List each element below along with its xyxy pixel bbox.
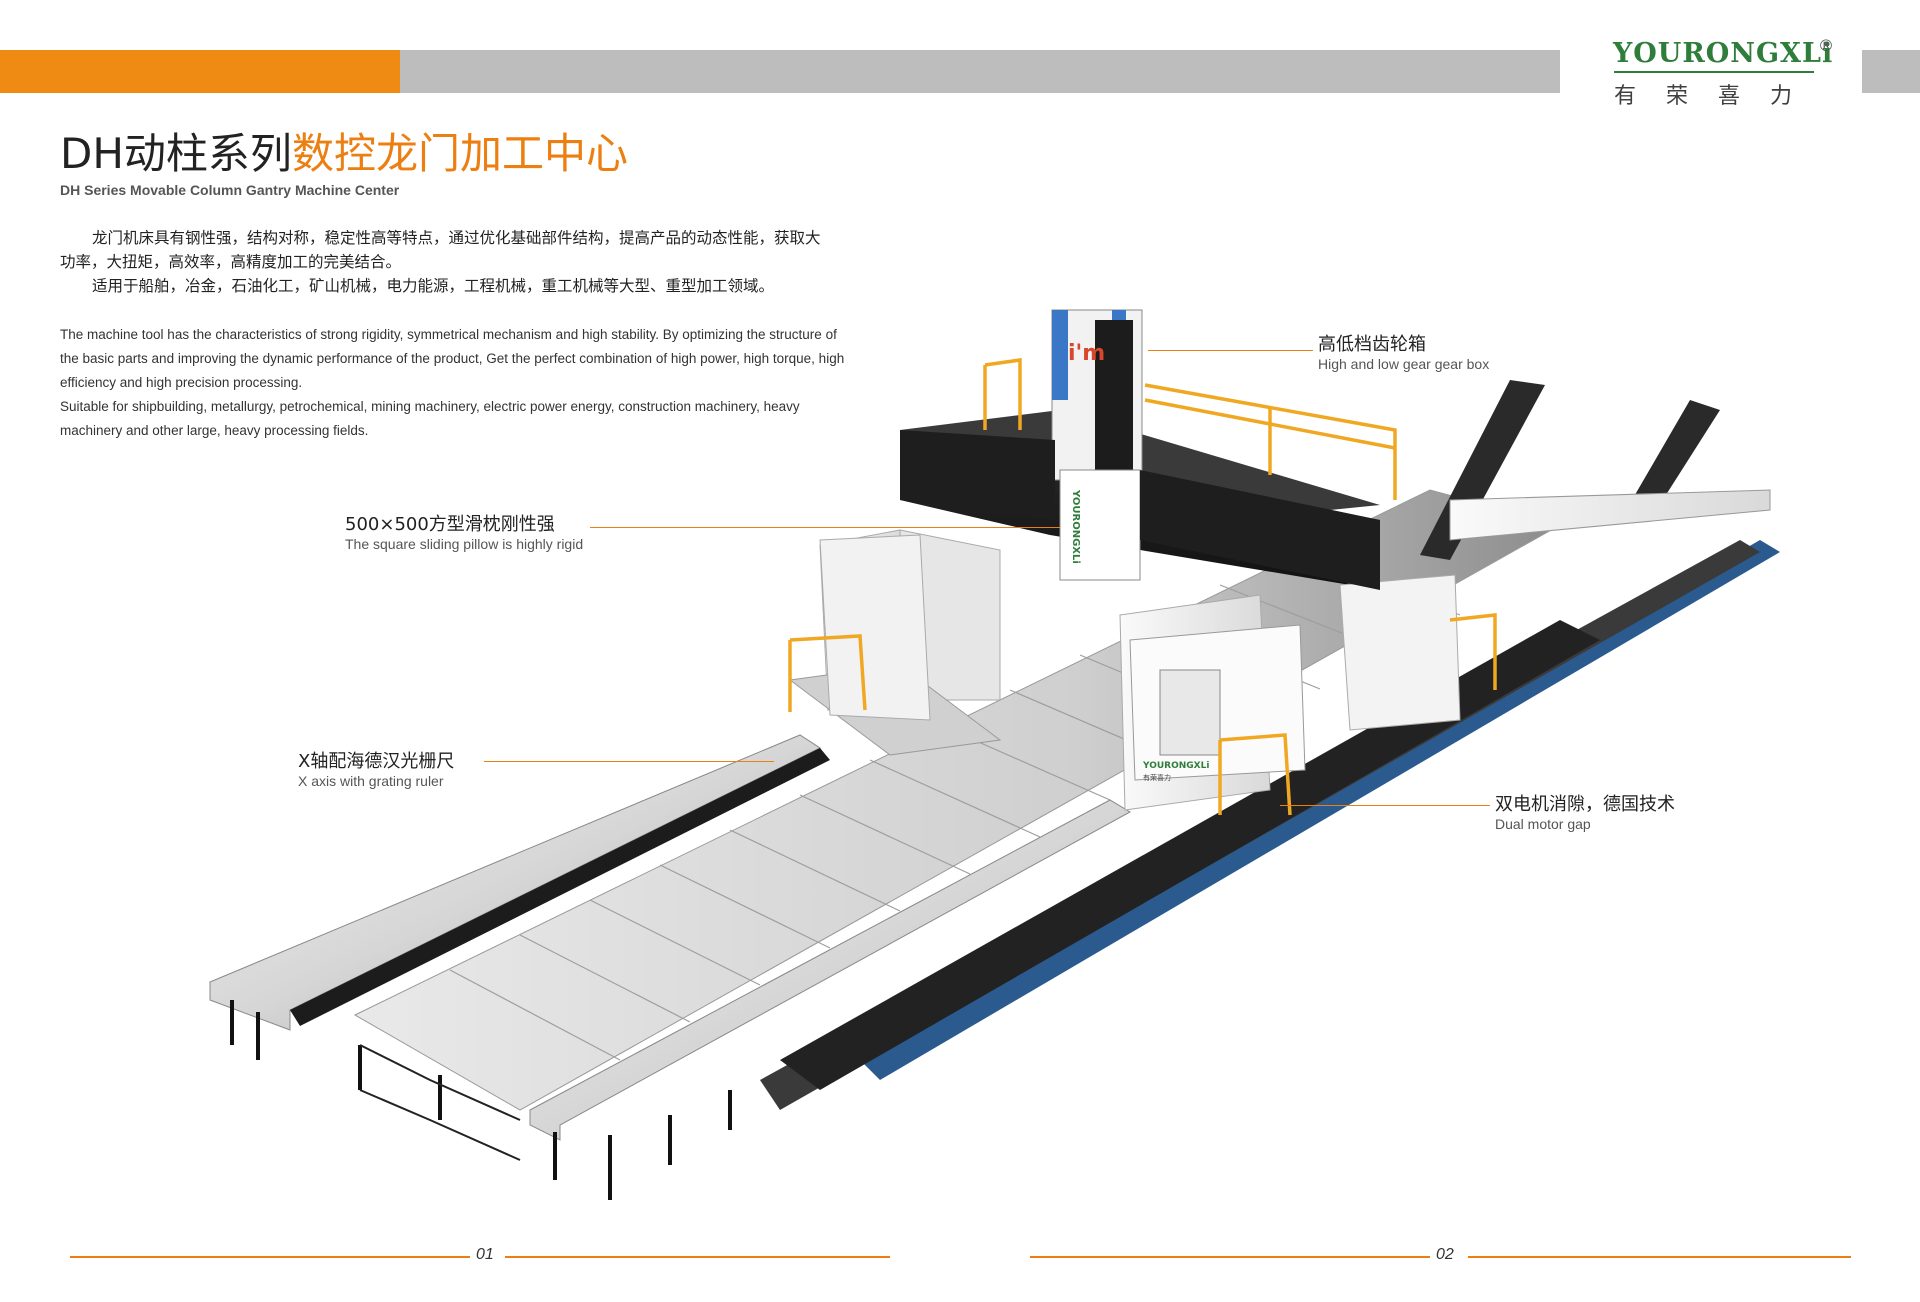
rear-cover-right <box>1449 489 1771 541</box>
safety-railings <box>788 357 1497 816</box>
intro-cn-line: 龙门机床具有钢性强，结构对称，稳定性高等特点，通过优化基础部件结构，提高产品的动… <box>92 229 821 247</box>
header-gray-bar <box>400 50 1560 93</box>
rail-blue <box>860 540 1780 1080</box>
logo-underline <box>1614 71 1814 73</box>
intro-en-line: machinery and other large, heavy process… <box>60 423 369 438</box>
intro-en-paragraph: The machine tool has the characteristics… <box>60 323 895 443</box>
footer-line-right-a <box>1030 1256 1430 1258</box>
leader-line-grating <box>484 761 774 762</box>
intro-cn-line: 适用于船舶，冶金，石油化工，矿山机械，电力能源，工程机械，重工机械等大型、重型加… <box>92 277 775 295</box>
headstock-right <box>1140 470 1380 590</box>
header-gray-bar-right <box>1862 50 1920 93</box>
saddle <box>1059 469 1141 581</box>
intro-en-line: the basic parts and improving the dynami… <box>60 351 845 366</box>
header-orange-bar <box>0 50 400 93</box>
logo-wordmark: YOURONGXLi <box>1613 38 1834 69</box>
cabin-logo-text: YOURONGXLi <box>1142 761 1209 771</box>
footer-line-right-b <box>1468 1256 1851 1258</box>
callout-grating: X轴配海德汉光栅尺 X axis with grating ruler <box>298 747 454 789</box>
footer-line-left-b <box>505 1256 890 1258</box>
front-guard <box>529 799 1132 1141</box>
intro-en-line: Suitable for shipbuilding, metallurgy, p… <box>60 399 800 414</box>
intro-cn-line: 功率，大扭矩，高效率，高精度加工的完美结合。 <box>60 253 402 271</box>
left-housing <box>819 534 931 721</box>
intro-cn-paragraph: 龙门机床具有钢性强，结构对称，稳定性高等特点，通过优化基础部件结构，提高产品的动… <box>60 226 890 298</box>
page-title: DH动柱系列数控龙门加工中心 <box>60 120 628 181</box>
left-guard-dark <box>290 748 830 1026</box>
headstock-left <box>900 430 1055 520</box>
title-black-part: DH动柱系列 <box>60 129 292 178</box>
ram-dark <box>1095 320 1133 490</box>
callout-motor-cn: 双电机消隙，德国技术 <box>1495 794 1675 815</box>
column-logo-text: YOURONGXLi <box>1070 489 1081 564</box>
ram-blue-strip <box>1052 310 1068 400</box>
title-orange-part: 数控龙门加工中心 <box>291 129 628 178</box>
callout-pillow-cn: 500×500方型滑枕刚性强 <box>345 514 555 535</box>
callout-gearbox-en: High and low gear gear box <box>1318 356 1490 372</box>
registered-mark: ® <box>1818 36 1834 55</box>
control-cabinet <box>1339 574 1461 731</box>
head-logo: i'm <box>1068 341 1105 366</box>
callout-gearbox: 高低档齿轮箱 High and low gear gear box <box>1318 330 1489 372</box>
page-subtitle: DH Series Movable Column Gantry Machine … <box>60 182 400 198</box>
page-number-right: 02 <box>1436 1246 1454 1263</box>
callout-motor: 双电机消隙，德国技术 Dual motor gap <box>1495 790 1675 832</box>
brand-logo: YOURONGXLi ® 有荣喜力 <box>1610 36 1840 109</box>
leader-line-pillow <box>590 527 1060 528</box>
leader-line-motor <box>1280 805 1490 806</box>
chip-conveyor-far <box>1625 400 1720 520</box>
intro-en-line: The machine tool has the characteristics… <box>60 327 837 342</box>
callout-grating-cn: X轴配海德汉光栅尺 <box>298 751 455 772</box>
callout-pillow: 500×500方型滑枕刚性强 The square sliding pillow… <box>345 510 583 552</box>
callout-grating-en: X axis with grating ruler <box>298 773 444 789</box>
intro-en-line: efficiency and high precision processing… <box>60 375 303 390</box>
logo-chinese: 有荣喜力 <box>1614 84 1823 109</box>
drive-track <box>780 620 1600 1090</box>
footer-line-left-a <box>70 1256 470 1258</box>
callout-gearbox-cn: 高低档齿轮箱 <box>1318 334 1426 355</box>
page-number-left: 01 <box>476 1246 494 1263</box>
callout-motor-en: Dual motor gap <box>1495 816 1591 832</box>
bed-legs <box>230 1000 732 1200</box>
callout-pillow-en: The square sliding pillow is highly rigi… <box>345 536 584 552</box>
leader-line-gearbox <box>1148 350 1313 351</box>
cabin-logo-cn: 有荣喜力 <box>1143 773 1171 782</box>
